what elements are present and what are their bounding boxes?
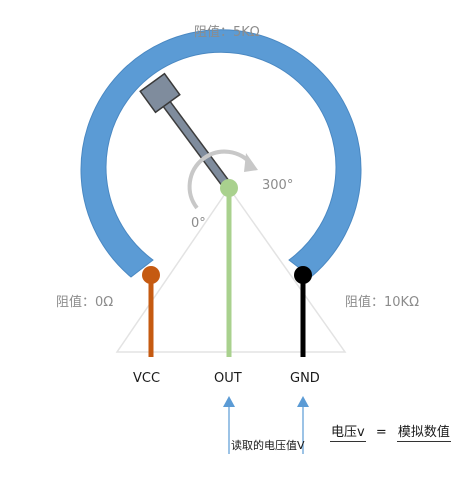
wiper-block xyxy=(139,72,181,114)
out-pin-pivot xyxy=(220,179,238,197)
resistive-track xyxy=(80,29,362,278)
left-resistance-label: 阻值：0Ω xyxy=(56,295,114,310)
vcc-pin-head xyxy=(142,266,160,284)
top-resistance-label: 阻值：5KΩ xyxy=(194,25,260,40)
angle-start-label: 0° xyxy=(191,216,206,231)
rotation-arrow xyxy=(187,149,254,210)
wiper-arm-fill xyxy=(157,92,232,191)
out-arrow-head xyxy=(223,396,235,407)
formula-lhs: 电压v xyxy=(330,425,366,442)
gnd-pin-head xyxy=(294,266,312,284)
gnd-pin-label: GND xyxy=(290,371,320,386)
formula-rhs: 模拟数值 xyxy=(396,425,451,442)
voltage-formula: 电压v = 模拟数值 xyxy=(330,421,451,442)
gnd-arrow-head xyxy=(297,396,309,407)
formula-equals: = xyxy=(375,425,387,440)
angle-end-label: 300° xyxy=(262,178,294,193)
out-pin-label: OUT xyxy=(214,371,242,386)
read-voltage-note: 读取的电压值V xyxy=(231,439,305,452)
rotation-arrowhead xyxy=(244,153,258,172)
right-resistance-label: 阻值：10KΩ xyxy=(345,295,420,310)
vcc-pin-label: VCC xyxy=(133,371,161,386)
